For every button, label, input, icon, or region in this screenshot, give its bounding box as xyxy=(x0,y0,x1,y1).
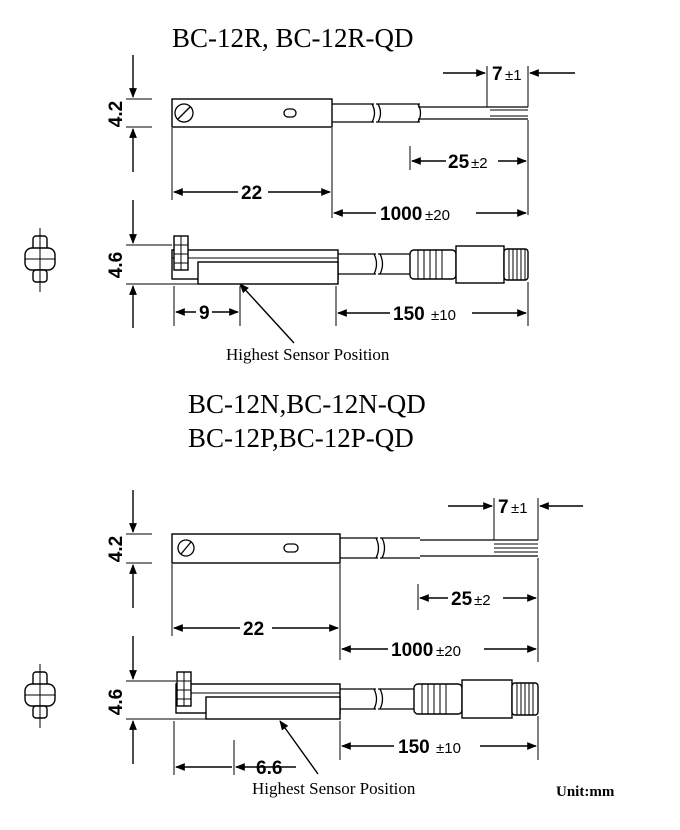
sensor-foot xyxy=(205,696,341,720)
svg-text:150: 150 xyxy=(398,737,430,758)
section-bc-12r: BC-12R, BC-12R-QD 4.2 xyxy=(24,23,575,364)
sensor-side-view xyxy=(175,671,539,720)
dim-sensor-offset-6-6: 6.6 xyxy=(173,721,296,779)
svg-text:1000: 1000 xyxy=(380,204,422,225)
dim-height-4-2: 4.2 xyxy=(106,490,152,608)
dim-connector-150: 150 ±10 xyxy=(335,282,529,326)
m8-connector-icon xyxy=(409,245,529,284)
svg-text:4.6: 4.6 xyxy=(106,252,127,278)
sensor-end-view-icon xyxy=(24,228,56,292)
svg-text:1000: 1000 xyxy=(391,640,433,661)
dim-strip-25: 25 ±2 xyxy=(409,120,529,215)
svg-text:±20: ±20 xyxy=(425,207,450,224)
svg-text:22: 22 xyxy=(243,619,264,640)
m8-connector-icon xyxy=(413,679,539,719)
dim-height-4-2: 4.2 xyxy=(106,55,152,172)
svg-text:4.2: 4.2 xyxy=(106,536,127,562)
svg-text:7: 7 xyxy=(498,497,509,518)
dim-cable-1000: 1000 ±20 xyxy=(333,204,527,225)
screw-icon xyxy=(177,539,195,557)
dim-cable-1000: 1000 ±20 xyxy=(341,640,537,661)
dim-height-4-6: 4.6 xyxy=(106,200,198,328)
sensor-position-leader xyxy=(239,283,295,344)
svg-text:4.2: 4.2 xyxy=(106,101,127,127)
unit-label: Unit:mm xyxy=(556,784,615,800)
dim-lead-strip-7: 7 ±1 xyxy=(443,64,575,107)
led-window-icon xyxy=(283,543,299,553)
svg-text:±1: ±1 xyxy=(505,67,522,84)
sensor-position-caption: Highest Sensor Position xyxy=(252,779,416,798)
dim-connector-150: 150 ±10 xyxy=(339,716,539,760)
svg-text:±10: ±10 xyxy=(436,740,461,757)
dim-sensor-offset-9: 9 xyxy=(173,286,241,326)
screw-icon xyxy=(174,103,194,123)
section-np-title-line1: BC-12N,BC-12N-QD xyxy=(188,389,426,419)
svg-text:7: 7 xyxy=(492,64,503,85)
dim-body-length-22: 22 xyxy=(171,564,341,660)
sensor-body xyxy=(171,98,333,128)
sensor-top-view xyxy=(171,98,528,128)
svg-text:±20: ±20 xyxy=(436,643,461,660)
svg-text:4.6: 4.6 xyxy=(106,689,127,715)
section-r-title: BC-12R, BC-12R-QD xyxy=(172,23,414,53)
svg-text:±1: ±1 xyxy=(511,500,528,517)
sensor-position-caption: Highest Sensor Position xyxy=(226,345,390,364)
svg-text:±2: ±2 xyxy=(471,155,488,172)
sensor-side-view xyxy=(171,235,529,285)
svg-text:±10: ±10 xyxy=(431,307,456,324)
dim-lead-strip-7: 7 ±1 xyxy=(448,497,583,540)
svg-text:25: 25 xyxy=(448,152,470,173)
sensor-end-view-icon xyxy=(24,664,56,728)
svg-text:6.6: 6.6 xyxy=(256,758,282,779)
svg-text:9: 9 xyxy=(199,303,210,324)
sensor-top-view xyxy=(171,533,538,564)
svg-text:150: 150 xyxy=(393,304,425,325)
sensor-foot xyxy=(197,261,339,285)
sensor-body xyxy=(171,533,341,564)
dim-strip-25: 25 ±2 xyxy=(417,558,539,662)
led-window-icon xyxy=(283,108,297,118)
svg-text:25: 25 xyxy=(451,589,473,610)
section-bc-12n-12p: BC-12N,BC-12N-QD BC-12P,BC-12P-QD xyxy=(24,389,615,800)
dim-height-4-6: 4.6 xyxy=(106,636,206,764)
svg-text:22: 22 xyxy=(241,183,262,204)
dim-body-length-22: 22 xyxy=(171,128,333,218)
section-np-title-line2: BC-12P,BC-12P-QD xyxy=(188,423,414,453)
sensor-position-leader xyxy=(279,720,319,775)
svg-text:±2: ±2 xyxy=(474,592,491,609)
